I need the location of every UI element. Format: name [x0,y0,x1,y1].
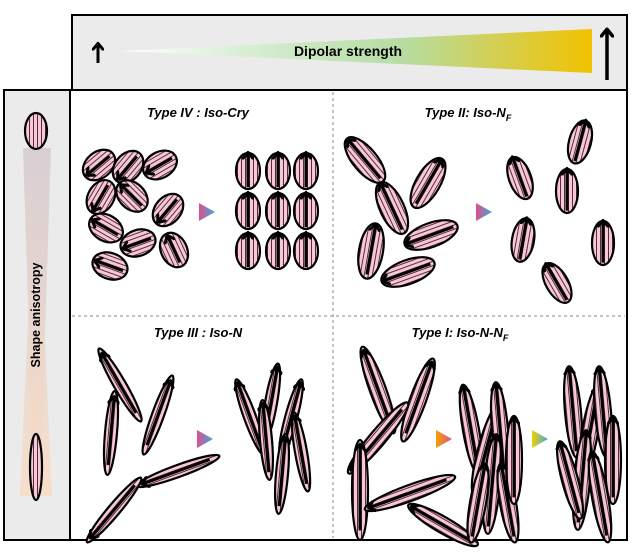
particle-dipole [97,347,143,423]
shape-anisotropy-label: Shape anisotropy [29,263,43,368]
particle-dipole [407,502,479,548]
short-particle-icon [23,111,49,151]
particle-dipole [355,345,397,435]
particle-dipole [264,153,292,191]
particle-dipole [85,476,143,544]
particle-dipole [115,179,149,213]
long-particle-icon [28,432,44,502]
particle-dipole [273,433,292,515]
particle-dipole [257,399,275,481]
particle-dipole [102,390,120,476]
particle-dipole [590,221,616,267]
particle-dipole [363,473,457,517]
particle-dipole [142,149,178,181]
particle-dipole [151,192,185,228]
particle-dipole [264,193,292,231]
particle-dipole [541,258,573,304]
particle-dipole [88,212,124,244]
particle-dipole [510,216,536,263]
transition-arrow-icon [197,430,213,448]
particle-dipole [292,153,320,191]
dipolar-strength-label: Dipolar strength [294,43,402,59]
particle-dipole [554,169,580,215]
particle-dipole [288,411,312,493]
particle-layer [81,118,623,548]
particle-dipole [566,118,594,165]
particle-dipole [234,233,262,271]
particle-dipole [292,193,320,231]
particle-dipole [552,440,585,520]
panel-title-bottom-left: Type III : Iso-N [154,325,243,340]
particle-dipole [158,231,190,269]
transition-arrow-icon [532,430,548,448]
particle-dipole [350,438,370,542]
particle-dipole [141,374,178,456]
shape-anisotropy-axis: Shape anisotropy [3,89,71,541]
panel-title-top-left: Type IV : Iso-Cry [147,105,250,120]
particle-dipole [357,222,385,280]
particle-dipole [111,149,145,185]
particle-dipole [85,179,117,215]
particle-dipole [292,233,320,271]
particle-dipole [119,228,157,258]
particle-dipole [234,193,262,231]
particle-dipole [504,414,524,506]
particle-dipole [380,256,436,288]
particle-dipole [603,414,623,506]
particle-dipole [409,156,447,210]
particle-dipole [400,357,440,443]
panel-title-bottom-right: Type I: Iso-N-NF [412,325,509,343]
panel-title-top-right: Type II: Iso-NF [425,105,512,123]
particle-dipole [466,462,493,544]
particle-dipole [81,148,117,182]
particle-dipole [403,219,459,251]
particle-dipole [91,251,129,281]
particle-dipole [234,153,262,191]
transition-arrow-icon [476,203,492,221]
transition-arrow-icon [199,203,215,221]
dipolar-strength-axis: Dipolar strength [71,14,628,91]
particle-dipole [374,181,410,235]
particle-dipole [264,233,292,271]
particle-dipole [506,154,534,201]
transition-arrow-icon [436,430,452,448]
